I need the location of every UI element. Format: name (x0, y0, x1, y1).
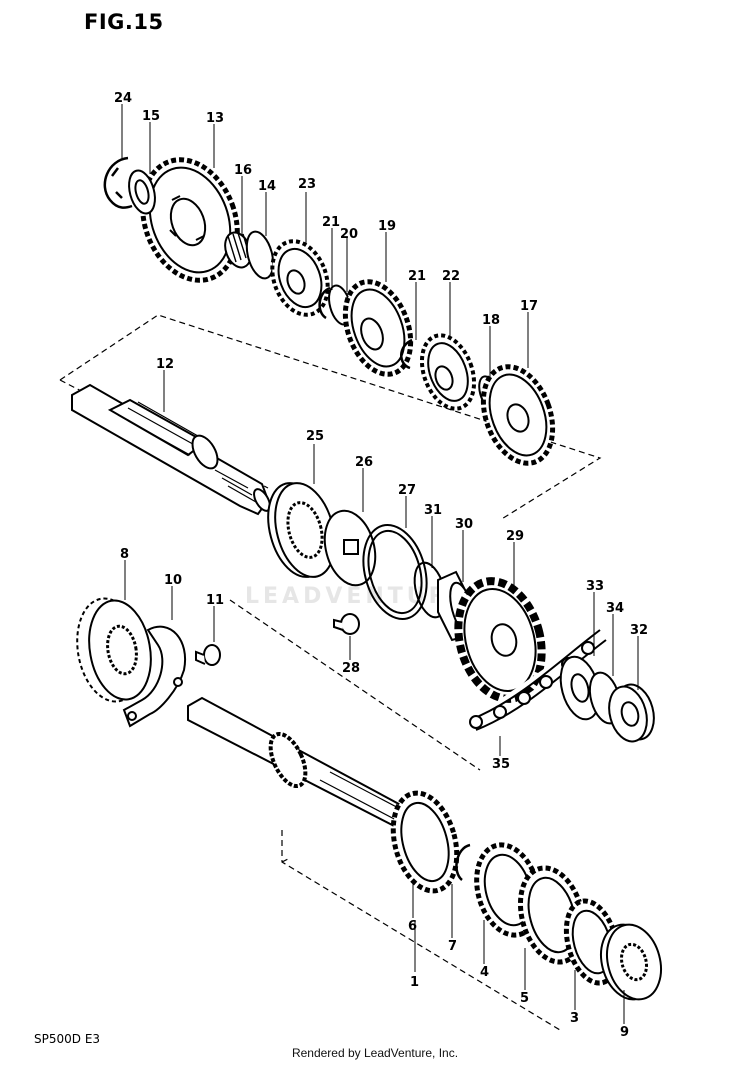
callout-11: 11 (206, 593, 224, 608)
gear-23 (270, 239, 330, 317)
screw-11 (195, 644, 221, 666)
gear-22 (419, 333, 477, 411)
bearing-25 (267, 482, 336, 578)
nut-32 (608, 683, 655, 743)
callout-8: 8 (120, 547, 129, 562)
callout-28: 28 (342, 661, 360, 676)
callout-5: 5 (520, 991, 529, 1006)
bearing-8 (76, 597, 152, 703)
callout-29: 29 (506, 529, 524, 544)
watermark-text: LEADVENTURE (245, 584, 469, 609)
callout-19: 19 (378, 219, 396, 234)
callout-27: 27 (398, 483, 416, 498)
footer-credit: Rendered by LeadVenture, Inc. (291, 1046, 459, 1060)
driveshaft-1 (187, 696, 412, 832)
retainer-plate-10 (122, 625, 187, 728)
callout-12: 12 (156, 357, 174, 372)
callout-14: 14 (258, 179, 276, 194)
callout-numbers: 24 15 13 16 14 23 21 20 19 21 22 18 17 1… (114, 91, 648, 1040)
callout-leader-lines (121, 104, 639, 1024)
callout-1: 1 (410, 975, 419, 990)
gear-6 (390, 790, 460, 894)
callout-30: 30 (455, 517, 473, 532)
callout-13: 13 (206, 111, 224, 126)
circlip-7 (455, 843, 471, 881)
bearing-9 (600, 923, 662, 1001)
gear-13 (140, 157, 240, 283)
callout-15: 15 (142, 109, 160, 124)
callout-33: 33 (586, 579, 604, 594)
washer-14 (245, 230, 275, 280)
callout-18: 18 (482, 313, 500, 328)
callout-23: 23 (298, 177, 316, 192)
callout-17: 17 (520, 299, 538, 314)
callout-3: 3 (570, 1011, 579, 1026)
callout-16: 16 (234, 163, 252, 178)
callout-22: 22 (442, 269, 460, 284)
washer-15 (128, 169, 156, 215)
countershaft-12 (71, 383, 271, 516)
model-code: SP500D E3 (34, 1032, 101, 1046)
gear-17 (480, 364, 556, 466)
callout-24: 24 (114, 91, 132, 106)
callout-21b: 21 (408, 269, 426, 284)
callout-31: 31 (424, 503, 442, 518)
circlip-21b (400, 338, 413, 370)
circlip-24 (103, 156, 133, 209)
gear-19 (342, 279, 414, 377)
callout-21a: 21 (322, 215, 340, 230)
callout-20: 20 (340, 227, 358, 242)
callout-4: 4 (480, 965, 489, 980)
callout-34: 34 (606, 601, 624, 616)
callout-9: 9 (620, 1025, 629, 1040)
screw-28 (333, 613, 360, 635)
sprocket-29 (454, 577, 546, 703)
callout-26: 26 (355, 455, 373, 470)
callout-10: 10 (164, 573, 182, 588)
callout-35: 35 (492, 757, 510, 772)
callout-25: 25 (306, 429, 324, 444)
lock-washer-33 (559, 655, 601, 721)
callout-32: 32 (630, 623, 648, 638)
callout-7: 7 (448, 939, 457, 954)
figure-title: FIG.15 (84, 10, 164, 34)
circlip-21a (318, 286, 331, 320)
callout-6: 6 (408, 919, 417, 934)
